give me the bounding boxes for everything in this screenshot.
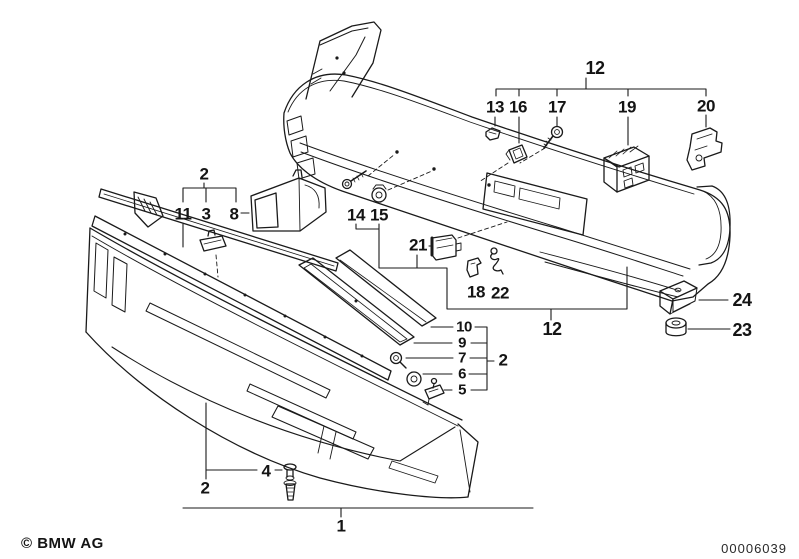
part-15-nut — [371, 184, 387, 203]
part-22-wire-clip — [490, 247, 504, 275]
document-number: 00006039 — [721, 541, 787, 556]
part-9-trim-frame — [298, 257, 415, 346]
callout-11: 11 — [174, 204, 192, 224]
part-3-clip — [199, 229, 227, 252]
callout-23: 23 — [732, 320, 752, 340]
part-4-expanding-rivet — [283, 463, 297, 501]
copyright-text: © BMW AG — [21, 535, 104, 552]
part-10-trim-panel — [335, 249, 437, 327]
callout-15: 15 — [370, 205, 388, 225]
callout-1: 1 — [336, 516, 346, 536]
callout-16: 16 — [509, 97, 527, 117]
leader-lines — [182, 77, 731, 518]
callout-7: 7 — [458, 349, 466, 367]
part-18-clip — [466, 257, 482, 278]
part-23-rubber-grommet — [665, 317, 687, 337]
callout-22: 22 — [491, 283, 509, 303]
callout-2-trim-group: 2 — [498, 350, 508, 370]
part-14-screw — [341, 170, 367, 190]
part-6-plug — [406, 371, 422, 387]
callout-10: 10 — [456, 318, 472, 336]
callout-3: 3 — [201, 204, 211, 224]
callout-24: 24 — [732, 290, 752, 310]
callout-13: 13 — [486, 97, 504, 117]
callout-9: 9 — [458, 334, 466, 352]
callout-6: 6 — [458, 365, 466, 383]
callout-2-duct-group: 2 — [199, 164, 209, 184]
part-24-support-bracket — [659, 280, 698, 315]
part-8-brake-air-duct — [250, 169, 327, 232]
callout-17: 17 — [548, 97, 566, 117]
part-16-clamp-nut — [505, 144, 528, 164]
part-19-impact-absorber — [603, 145, 650, 193]
callout-20: 20 — [697, 96, 715, 116]
callout-8: 8 — [229, 204, 239, 224]
attachment-dash-lines — [215, 147, 546, 278]
callout-12-bottom: 12 — [542, 319, 562, 339]
lower-bumper-illustration — [85, 188, 479, 499]
callout-18: 18 — [467, 282, 485, 302]
part-7-bolt — [389, 351, 407, 369]
callout-5: 5 — [458, 381, 466, 399]
part-5-clip-with-screw — [422, 377, 445, 406]
part-13-clip — [485, 127, 501, 141]
part-20-corner-bracket — [686, 127, 723, 171]
callout-12-top: 12 — [585, 58, 605, 78]
callout-19: 19 — [618, 97, 636, 117]
callout-14: 14 — [347, 205, 365, 225]
upper-bumper-illustration — [283, 21, 731, 302]
callout-21: 21 — [409, 235, 427, 255]
callout-4: 4 — [261, 461, 271, 481]
callout-2-bottom: 2 — [200, 478, 210, 498]
